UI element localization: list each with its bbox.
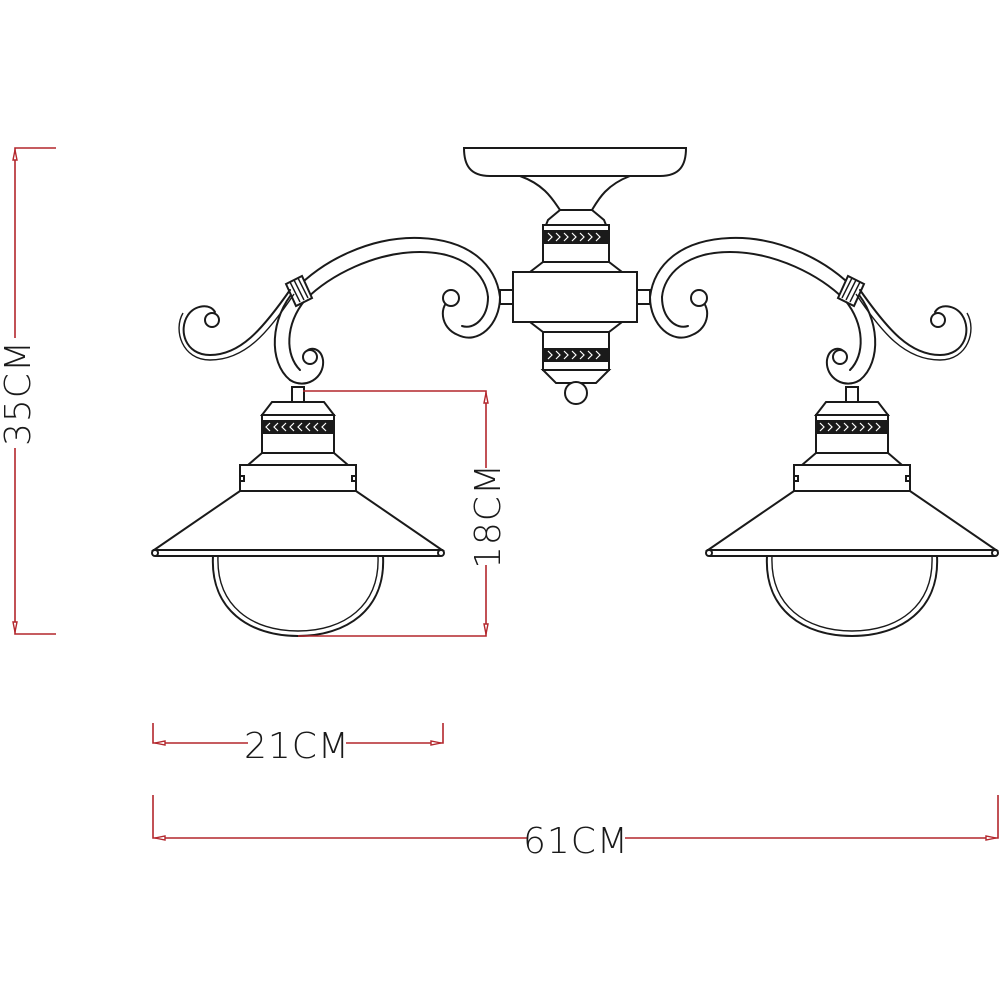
center-body <box>499 209 651 405</box>
right-lamp-shade <box>704 401 1000 637</box>
left-arm-scroll <box>178 236 501 403</box>
dimension-shade-height: 18CM <box>298 390 509 637</box>
dimension-total-width: 61CM <box>152 795 999 862</box>
dimension-label-shade-width: 21CM <box>244 726 350 767</box>
right-arm-scroll <box>649 236 972 403</box>
dimension-total-height: 35CM <box>0 147 56 635</box>
ceiling-canopy <box>462 147 688 211</box>
left-lamp-shade <box>150 401 446 637</box>
dimension-label-total-width: 61CM <box>523 821 629 862</box>
left-arm-collar <box>284 274 314 308</box>
dimension-label-total-height: 35CM <box>0 340 39 446</box>
dimension-label-shade-height: 18CM <box>468 463 509 569</box>
dimension-shade-width: 21CM <box>152 723 444 767</box>
right-arm-collar <box>836 274 866 308</box>
